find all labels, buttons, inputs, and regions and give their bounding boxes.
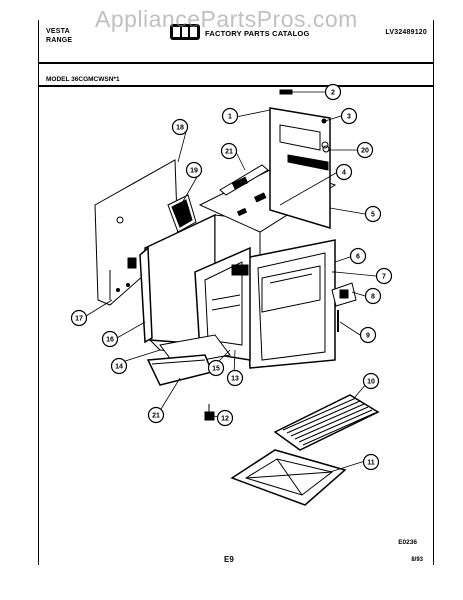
back-panel — [94, 159, 179, 306]
callout-16: 16 — [101, 330, 119, 348]
figure-code: E0236 — [398, 539, 417, 546]
oven-rack — [273, 394, 380, 451]
callout-2: 2 — [324, 83, 342, 101]
callout-8: 8 — [364, 287, 382, 305]
model-label: MODEL 36CGMCWSN*1 — [46, 76, 120, 83]
callout-7: 7 — [375, 267, 393, 285]
brand-line-2: RANGE — [46, 37, 73, 44]
callout-label: 6 — [356, 254, 360, 261]
callout-12: 12 — [216, 409, 234, 427]
door-frame — [194, 246, 251, 361]
callout-label: 15 — [212, 366, 220, 373]
kick-plate — [146, 354, 214, 386]
broiler-pan — [230, 449, 347, 506]
callout-label: 17 — [75, 316, 83, 323]
callout-14: 14 — [110, 357, 128, 375]
callout-label: 12 — [221, 416, 229, 423]
vent-bracket — [167, 194, 197, 233]
callout-15: 15 — [207, 359, 225, 377]
leveling-leg — [204, 404, 215, 421]
front-frame — [244, 239, 336, 369]
watermark: AppliancePartsPros.com — [95, 6, 358, 32]
callout-label: 10 — [367, 379, 375, 386]
callout-20: 20 — [356, 141, 374, 159]
right-side-panel — [269, 107, 331, 230]
callout-label: 14 — [115, 364, 123, 371]
callout-label: 20 — [361, 148, 369, 155]
callout-11: 11 — [362, 453, 380, 471]
callout-9: 9 — [359, 326, 377, 344]
callout-label: 7 — [382, 274, 386, 281]
callout-label: 13 — [231, 376, 239, 383]
callout-19: 19 — [185, 161, 203, 179]
callout-label: 9 — [366, 333, 370, 340]
callout-21: 21 — [220, 142, 238, 160]
revision-date: 8/93 — [411, 557, 423, 563]
callout-21: 21 — [147, 406, 165, 424]
callout-1: 1 — [221, 107, 239, 125]
callout-18: 18 — [171, 118, 189, 136]
burner-assembly — [211, 264, 249, 311]
brand-line-1: VESTA — [46, 28, 70, 35]
catalog-title: FACTORY PARTS CATALOG — [205, 29, 310, 38]
callout-label: 21 — [152, 413, 160, 420]
brand-label: VESTA RANGE — [46, 27, 72, 45]
callout-label: 8 — [371, 294, 375, 301]
callout-13: 13 — [226, 369, 244, 387]
callout-label: 19 — [190, 168, 198, 175]
callout-label: 18 — [176, 125, 184, 132]
callout-label: 3 — [347, 114, 351, 121]
callout-label: 11 — [367, 460, 375, 467]
model-divider — [38, 85, 433, 87]
callout-17: 17 — [70, 309, 88, 327]
manufacturer-logo — [170, 24, 200, 40]
callout-label: 1 — [228, 114, 232, 121]
callout-label: 5 — [371, 212, 375, 219]
callout-label: 16 — [106, 337, 114, 344]
callout-label: 4 — [342, 170, 346, 177]
callout-5: 5 — [364, 205, 382, 223]
callout-6: 6 — [349, 247, 367, 265]
page-number: E9 — [224, 555, 234, 564]
callout-label: 2 — [331, 90, 335, 97]
catalog-number: LV32489120 — [385, 29, 427, 36]
door-hinge — [331, 271, 357, 332]
header-divider — [38, 62, 433, 64]
callout-10: 10 — [362, 372, 380, 390]
page-frame — [38, 20, 434, 565]
callout-4: 4 — [335, 163, 353, 181]
callout-3: 3 — [340, 107, 358, 125]
callout-label: 21 — [225, 149, 233, 156]
